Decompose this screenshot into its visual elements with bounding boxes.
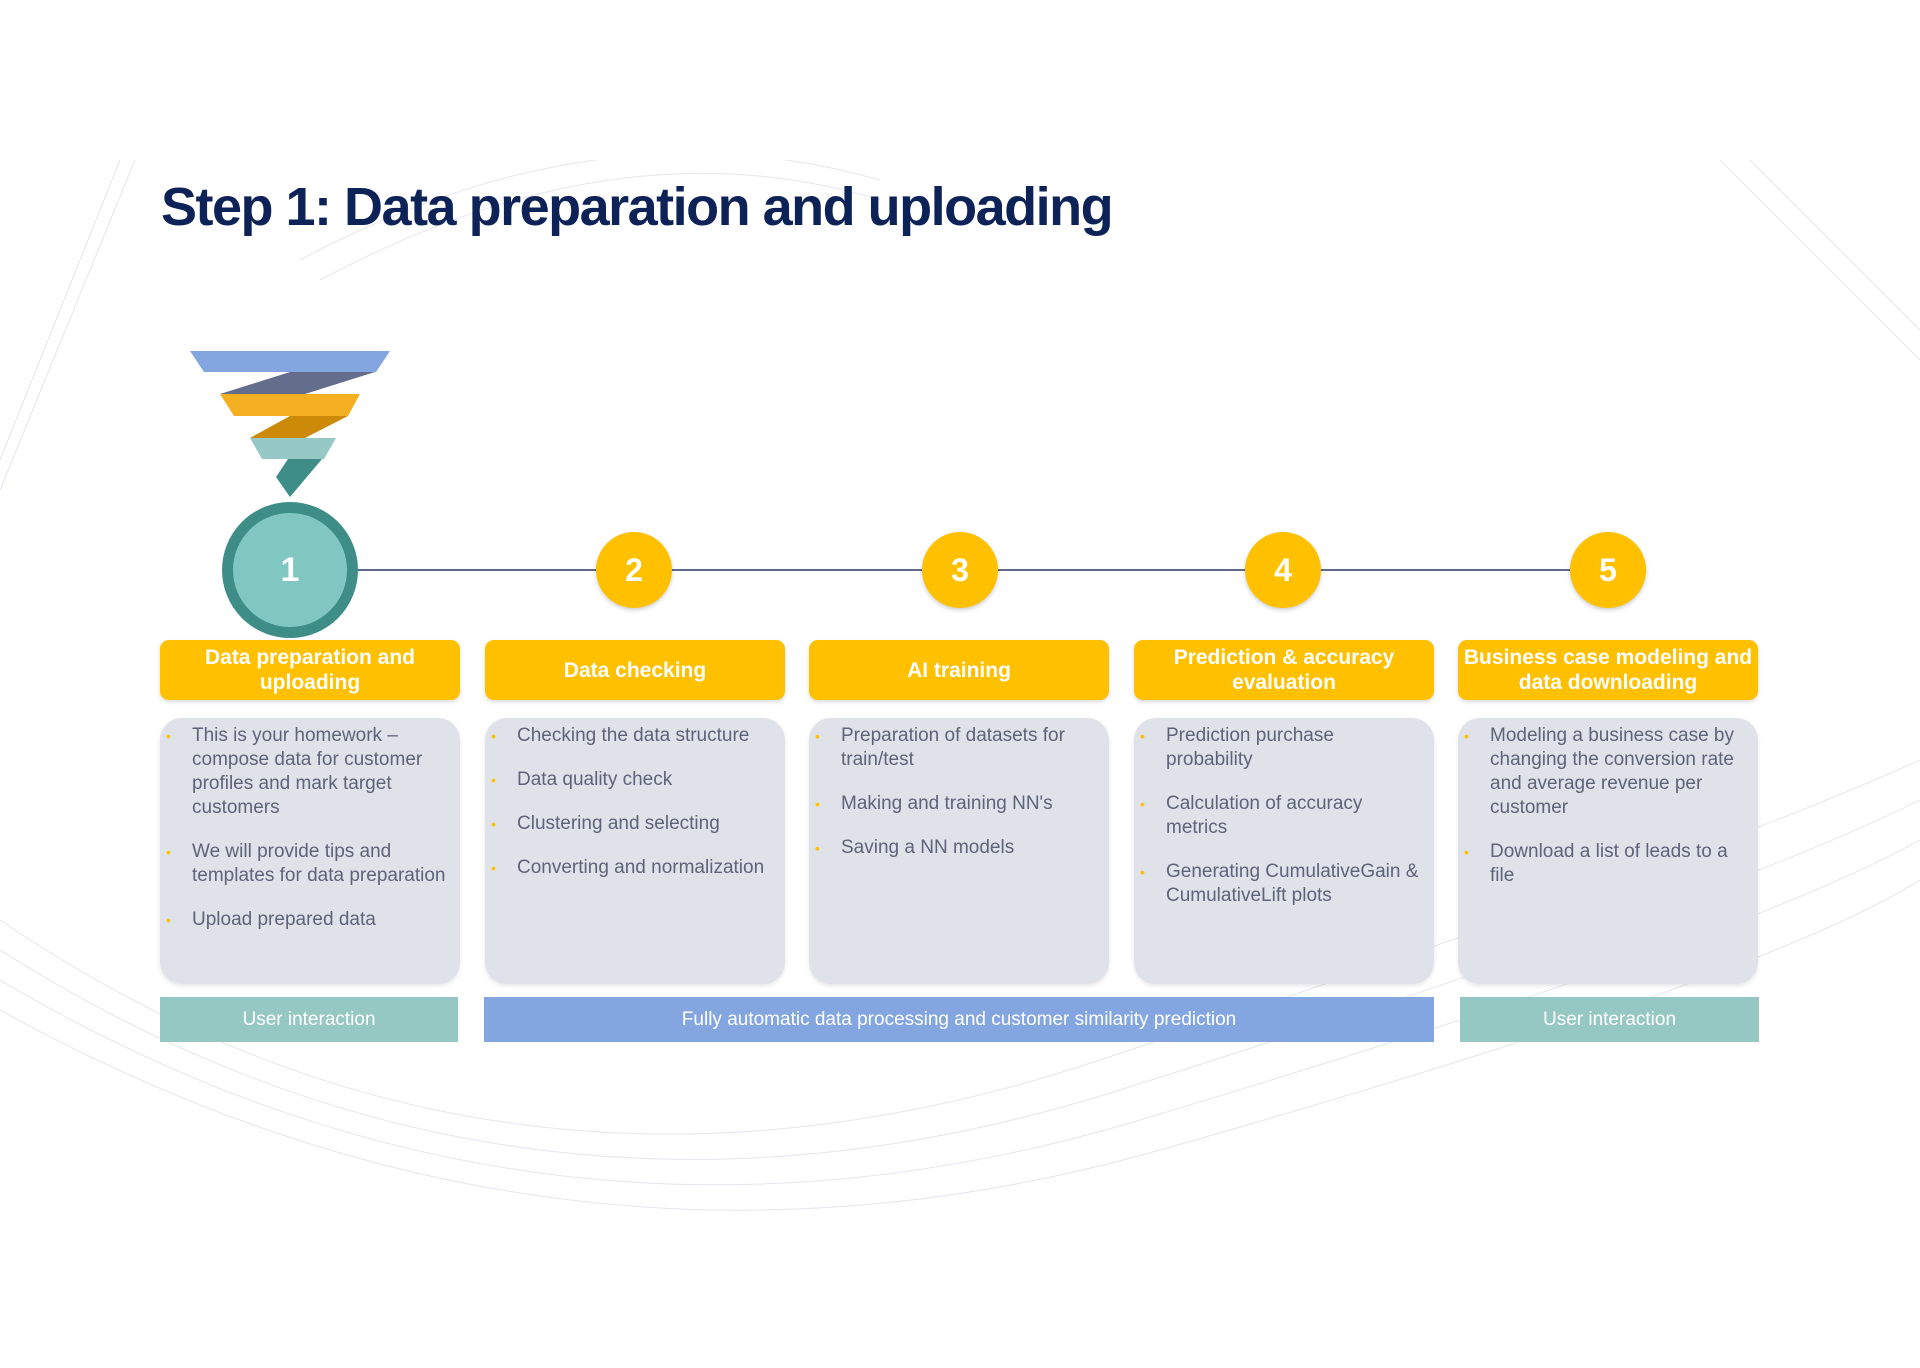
- step-1-header: Data preparation and uploading: [160, 640, 460, 700]
- bullet: Preparation of datasets for train/test: [815, 724, 1099, 772]
- step-5-card: Modeling a business case by changing the…: [1458, 718, 1758, 984]
- user-interaction-bar-right: User interaction: [1460, 997, 1759, 1042]
- bullet: Prediction purchase probability: [1140, 724, 1424, 772]
- bullet: Checking the data structure: [491, 724, 775, 748]
- user-interaction-bar-left: User interaction: [160, 997, 458, 1042]
- bullet: Calculation of accuracy metrics: [1140, 792, 1424, 840]
- step-1-marker: 1: [222, 502, 358, 638]
- bullet: Converting and normalization: [491, 856, 775, 880]
- step-5-header: Business case modeling and data download…: [1458, 640, 1758, 700]
- step-4-card: Prediction purchase probability Calculat…: [1134, 718, 1434, 984]
- step-5-marker: 5: [1570, 532, 1646, 608]
- bullet: Modeling a business case by changing the…: [1464, 724, 1748, 820]
- step-1-card: This is your homework – compose data for…: [160, 718, 460, 984]
- page-title: Step 1: Data preparation and uploading: [161, 177, 1114, 237]
- background-pattern: [0, 160, 1920, 1240]
- bullet: This is your homework – compose data for…: [166, 724, 450, 820]
- step-2-card: Checking the data structure Data quality…: [485, 718, 785, 984]
- step-4-marker: 4: [1245, 532, 1321, 608]
- step-3-marker: 3: [922, 532, 998, 608]
- bullet: Making and training NN's: [815, 792, 1099, 816]
- step-2-marker: 2: [596, 532, 672, 608]
- bullet: We will provide tips and templates for d…: [166, 840, 450, 888]
- bullet: Clustering and selecting: [491, 812, 775, 836]
- step-3-card: Preparation of datasets for train/test M…: [809, 718, 1109, 984]
- step-2-header: Data checking: [485, 640, 785, 700]
- funnel-icon: [190, 351, 390, 497]
- bullet: Generating CumulativeGain & CumulativeLi…: [1140, 860, 1424, 908]
- automatic-processing-bar: Fully automatic data processing and cust…: [484, 997, 1434, 1042]
- step-3-header: AI training: [809, 640, 1109, 700]
- bullet: Saving a NN models: [815, 836, 1099, 860]
- bullet: Download a list of leads to a file: [1464, 840, 1748, 888]
- step-4-header: Prediction & accuracy evaluation: [1134, 640, 1434, 700]
- bullet: Data quality check: [491, 768, 775, 792]
- bullet: Upload prepared data: [166, 908, 450, 932]
